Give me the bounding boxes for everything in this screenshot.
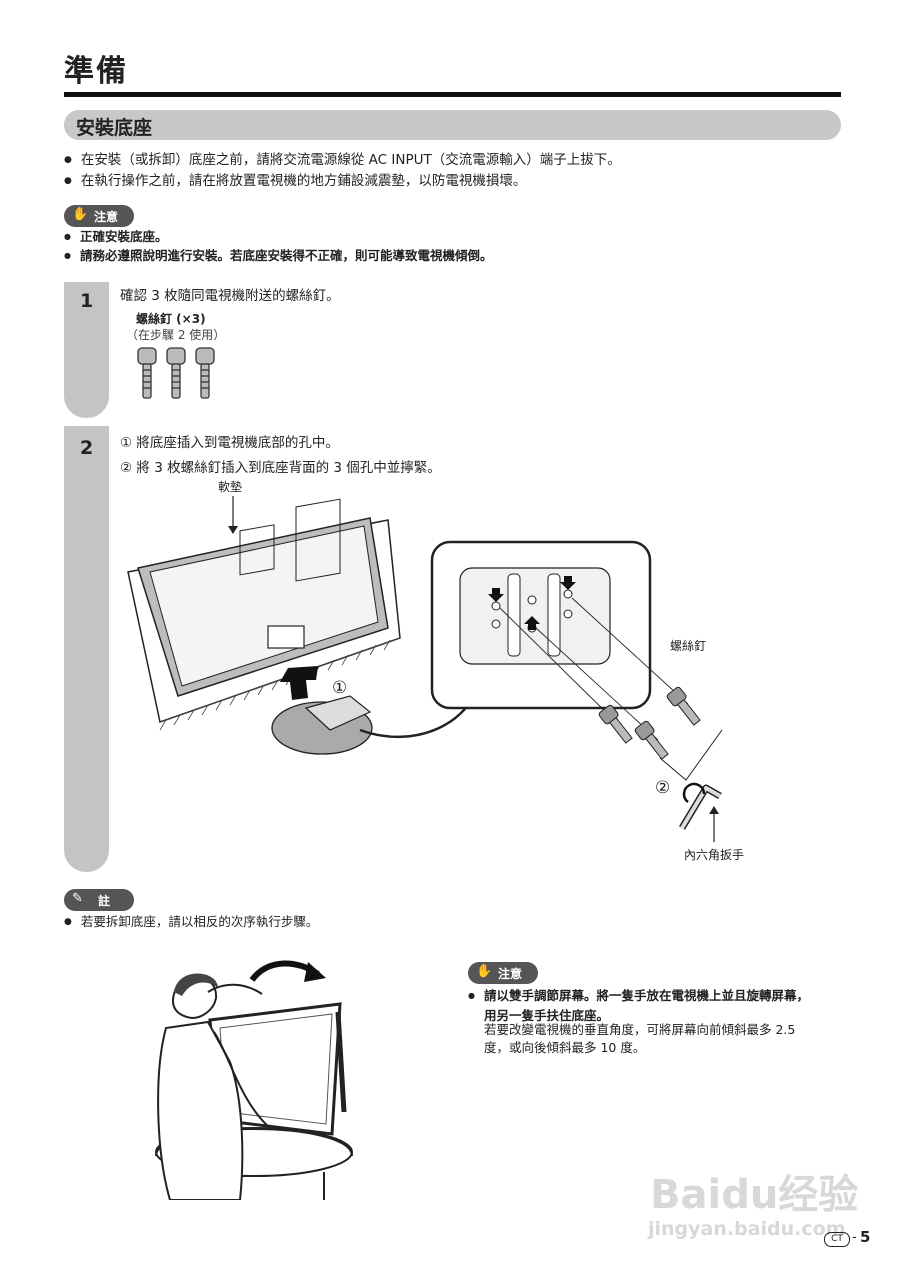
step-2-line-2-text: 將 3 枚螺絲釘插入到底座背面的 3 個孔中並擰緊。 bbox=[136, 460, 441, 476]
screw-part-note: （在步驟 2 使用） bbox=[126, 328, 226, 342]
callout-2: ② bbox=[655, 778, 671, 798]
hand-icon: ✋ bbox=[476, 964, 493, 979]
section-title: 安裝底座 bbox=[76, 117, 153, 139]
person-adjusting-tv-illustration bbox=[155, 960, 353, 1200]
pencil-icon: ✎ bbox=[72, 891, 83, 906]
screws-illustration bbox=[137, 347, 215, 399]
caution2-text-line-1: 若要改變電視機的垂直角度，可將屏幕向前傾斜最多 2.5 bbox=[484, 1022, 796, 1037]
intro-bullet: 在安裝（或拆卸）底座之前，請將交流電源線從 AC INPUT（交流電源輸入）端子… bbox=[64, 150, 621, 173]
caution-item: 正確安裝底座。 bbox=[64, 227, 168, 249]
screw-part-label: 螺絲釘 (×3) bbox=[136, 312, 206, 326]
caution2-text-line-2: 度，或向後傾斜最多 10 度。 bbox=[484, 1040, 646, 1055]
caution-item: 請務必遵照說明進行安裝。若底座安裝得不正確，則可能導致電視機傾倒。 bbox=[64, 246, 493, 268]
step-1-bar bbox=[64, 282, 109, 418]
caution-badge: ✋ 注意 bbox=[64, 205, 134, 227]
step-marker-1: ① bbox=[120, 435, 133, 451]
step-1-number: 1 bbox=[80, 290, 94, 312]
intro-bullet: 在執行操作之前，請在將放置電視機的地方鋪設減震墊，以防電視機損壞。 bbox=[64, 171, 527, 194]
step-2-line-1: ① 將底座插入到電視機底部的孔中。 bbox=[120, 431, 339, 451]
title-rule bbox=[64, 92, 841, 97]
page-number: 5 bbox=[860, 1228, 871, 1246]
wrench-label: 內六角扳手 bbox=[684, 848, 745, 862]
note-item: 若要拆卸底座，請以相反的次序執行步驟。 bbox=[64, 911, 319, 935]
step-2-bar bbox=[64, 426, 109, 872]
step-2-line-2: ② 將 3 枚螺絲釘插入到底座背面的 3 個孔中並擰緊。 bbox=[120, 456, 441, 476]
section-header: 安裝底座 bbox=[64, 110, 841, 140]
watermark-logo: Baidu经验 bbox=[650, 1172, 859, 1218]
hex-wrench-icon bbox=[678, 782, 722, 830]
step-1-text: 確認 3 枚隨同電視機附送的螺絲釘。 bbox=[120, 288, 340, 304]
step-marker-2: ② bbox=[120, 460, 133, 476]
note-label: 註 bbox=[98, 894, 111, 908]
screw-icon bbox=[195, 347, 215, 399]
screw-label: 螺絲釘 bbox=[670, 639, 707, 653]
screw-icon bbox=[634, 720, 669, 760]
caution2-badge: ✋ 注意 bbox=[468, 962, 538, 984]
footer-dash: - bbox=[852, 1230, 857, 1245]
note-badge: ✎ 註 bbox=[64, 889, 134, 911]
caution2-bold-line-2: 用另一隻手扶住底座。 bbox=[484, 1008, 610, 1023]
caution2-bold-line-1: 請以雙手調節屏幕。將一隻手放在電視機上並且旋轉屏幕， bbox=[468, 986, 809, 1008]
step-2-number: 2 bbox=[80, 437, 94, 459]
footer-badge: CT bbox=[824, 1232, 850, 1247]
screw-icon bbox=[666, 686, 701, 726]
caution2-label: 注意 bbox=[498, 967, 523, 981]
stand-installation-diagram bbox=[127, 496, 723, 842]
watermark-url: jingyan.baidu.com bbox=[648, 1218, 846, 1240]
cushion-label: 軟墊 bbox=[218, 480, 243, 494]
callout-1: ① bbox=[332, 678, 348, 698]
page-title: 準備 bbox=[64, 54, 128, 89]
screw-icon bbox=[598, 704, 633, 744]
caution-label: 注意 bbox=[94, 210, 119, 224]
screw-icon bbox=[166, 347, 186, 399]
step-2-line-1-text: 將底座插入到電視機底部的孔中。 bbox=[136, 435, 339, 451]
hand-icon: ✋ bbox=[72, 207, 89, 222]
screw-icon bbox=[137, 347, 157, 399]
